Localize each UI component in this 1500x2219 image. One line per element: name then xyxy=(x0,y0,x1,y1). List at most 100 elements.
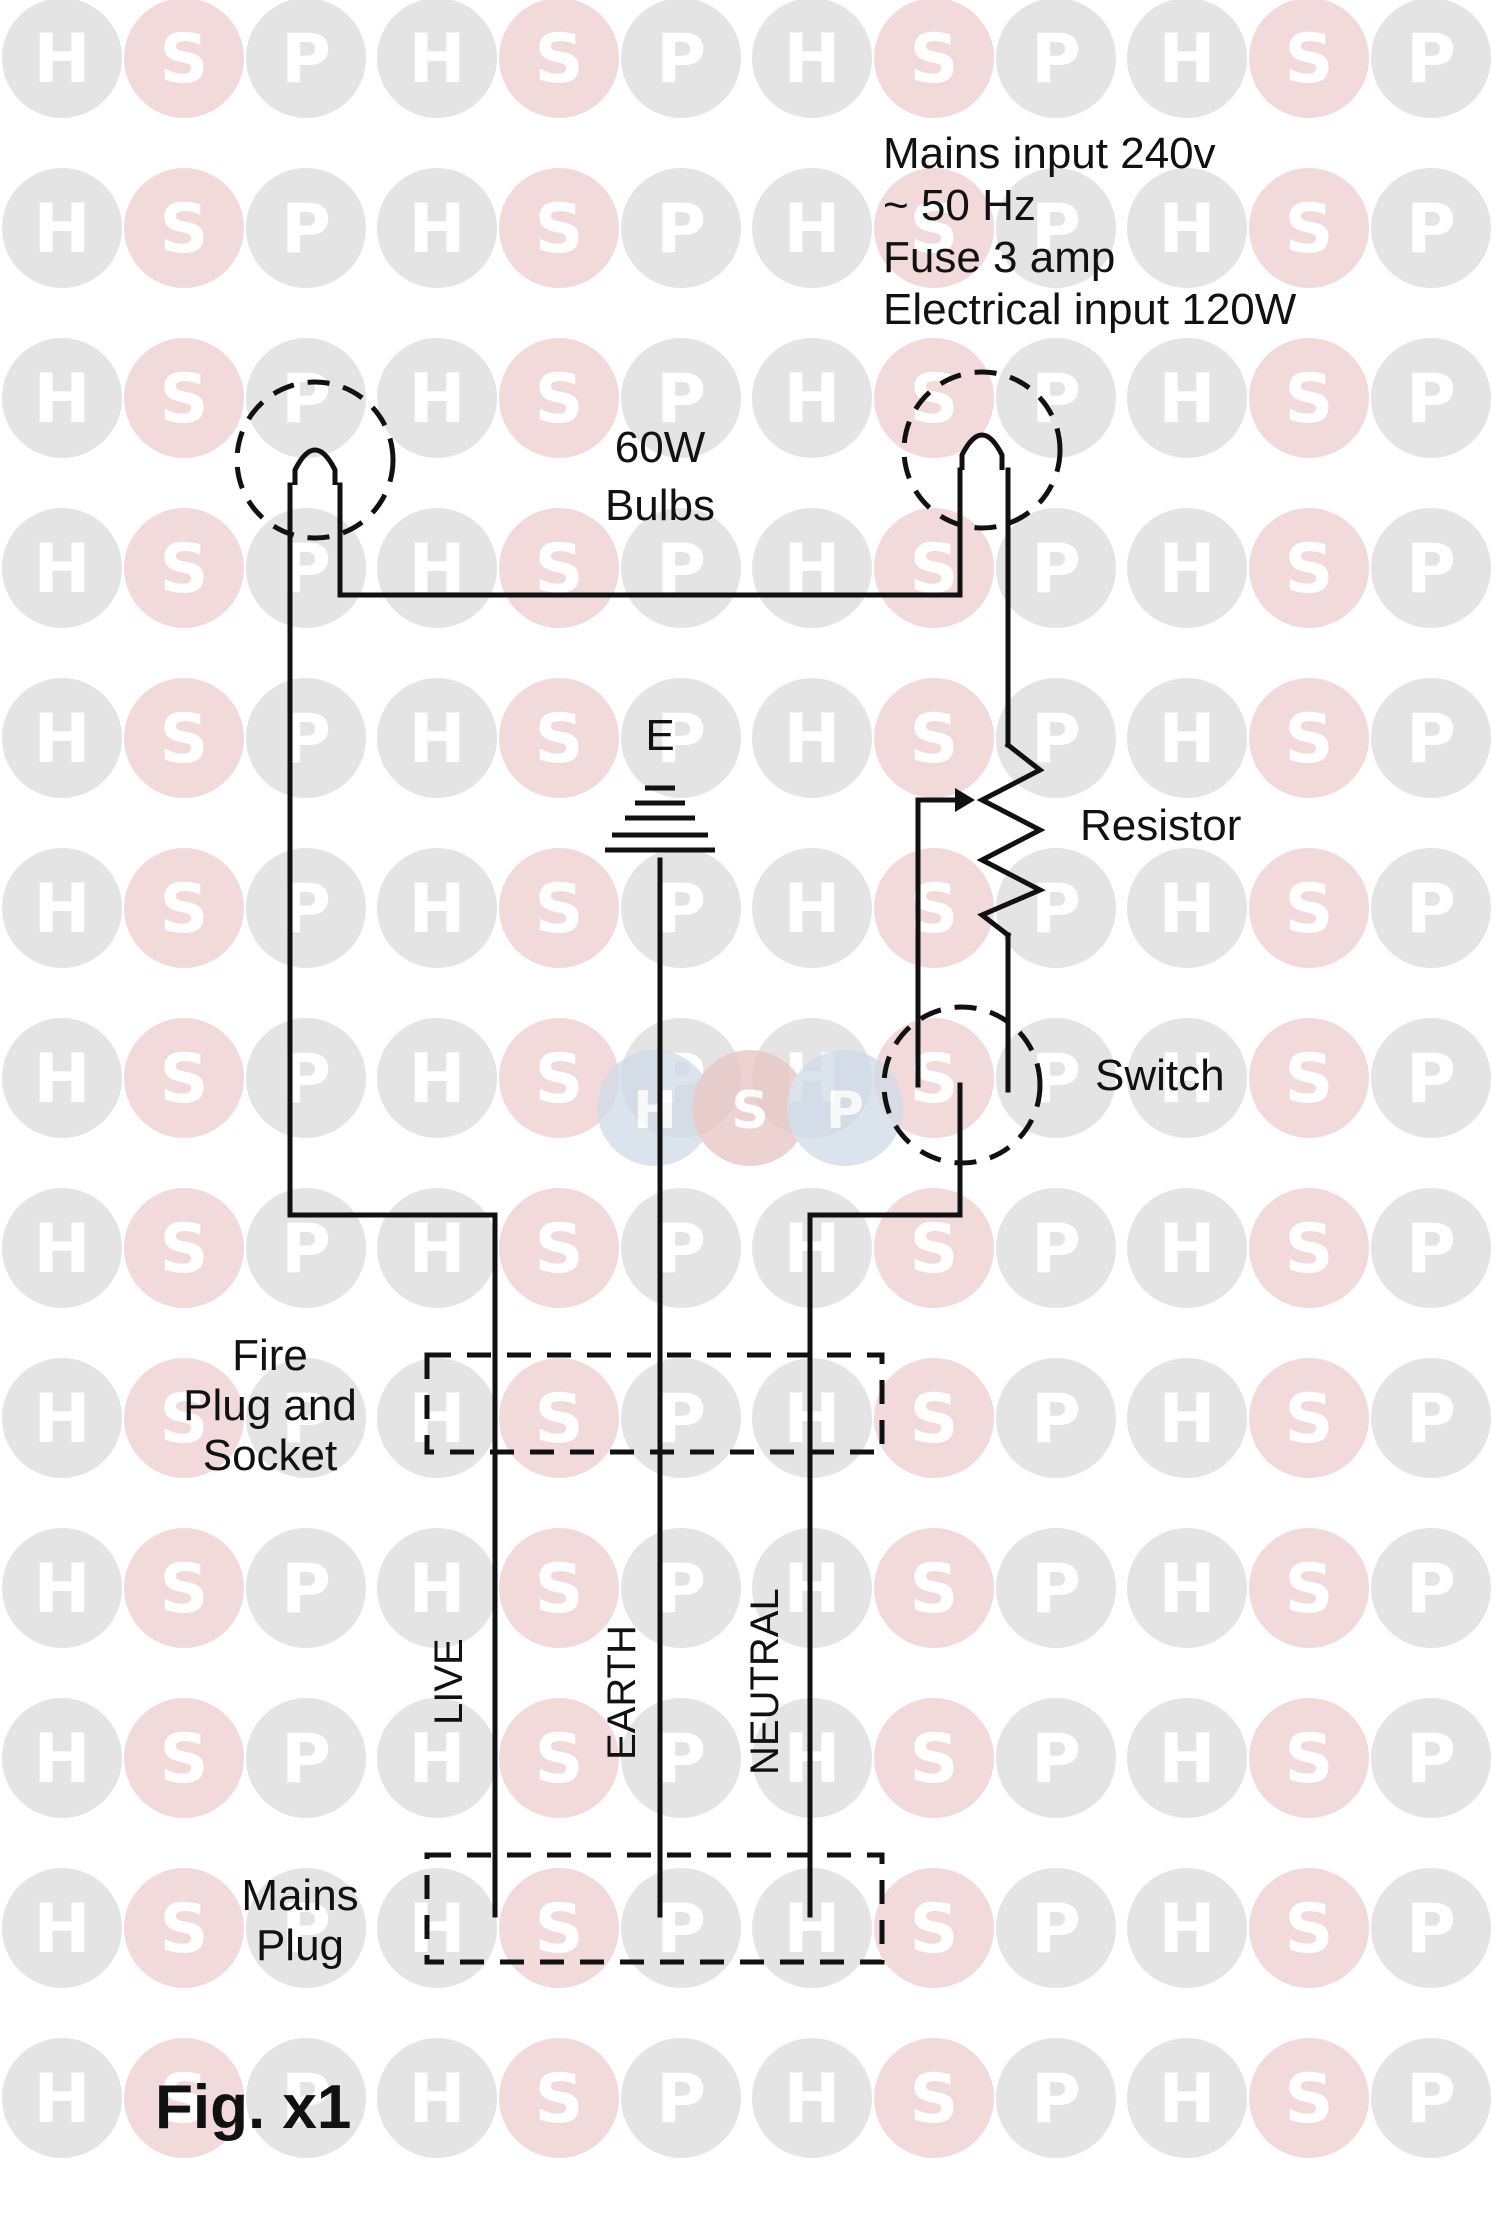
watermark-letter: P xyxy=(1406,2060,1456,2139)
neutral-label: NEUTRAL xyxy=(743,1588,787,1775)
watermark-letter: H xyxy=(34,190,91,269)
watermark-circle xyxy=(874,1358,994,1478)
watermark-letter: P xyxy=(281,1550,331,1629)
watermark-circle xyxy=(1127,1018,1247,1138)
watermark-circle xyxy=(1127,848,1247,968)
watermark-circle xyxy=(377,678,497,798)
watermark-circle xyxy=(874,338,994,458)
watermark-circle xyxy=(246,848,366,968)
watermark-circle xyxy=(1371,338,1491,458)
watermark-letter: P xyxy=(1031,1380,1081,1459)
watermark-letter: S xyxy=(1285,1210,1334,1289)
watermark-circle xyxy=(2,508,122,628)
watermark-circle xyxy=(621,1868,741,1988)
watermark-letter: S xyxy=(1285,1380,1334,1459)
watermark-letter: P xyxy=(281,360,331,439)
watermark-circle xyxy=(499,0,619,118)
watermark-circle xyxy=(246,1188,366,1308)
watermark-letter: H xyxy=(409,1550,466,1629)
watermark-circle xyxy=(124,1528,244,1648)
watermark-circle xyxy=(996,848,1116,968)
watermark-letter: S xyxy=(160,700,209,779)
watermark-circle xyxy=(1249,1868,1369,1988)
watermark-circle xyxy=(1249,848,1369,968)
watermark-letter: S xyxy=(160,20,209,99)
watermark-letter: S xyxy=(1285,700,1334,779)
watermark-letter: H xyxy=(784,870,841,949)
watermark-letter: P xyxy=(1406,1040,1456,1119)
watermark-circle xyxy=(2,1698,122,1818)
watermark-letter: S xyxy=(910,20,959,99)
watermark-letter: P xyxy=(656,2060,706,2139)
watermark-circle xyxy=(246,168,366,288)
watermark-circle xyxy=(1249,338,1369,458)
watermark-circle xyxy=(1371,1188,1491,1308)
fire-plug-label-line-3: Socket xyxy=(203,1431,338,1480)
watermark-circle xyxy=(1127,168,1247,288)
watermark-letter: H xyxy=(34,1210,91,1289)
watermark-letter: H xyxy=(34,1380,91,1459)
watermark-letter: H xyxy=(1159,1210,1216,1289)
watermark-circle xyxy=(874,1528,994,1648)
watermark-letter: S xyxy=(1285,190,1334,269)
watermark-letter: H xyxy=(1159,1720,1216,1799)
watermark-letter: P xyxy=(656,700,706,779)
fire-plug-socket-box xyxy=(424,1352,885,1455)
watermark-letter: P xyxy=(1031,1720,1081,1799)
watermark-letter: P xyxy=(656,870,706,949)
center-logo-p: P xyxy=(826,1081,864,1141)
watermark-letter: S xyxy=(160,360,209,439)
watermark-circle xyxy=(246,1528,366,1648)
watermark-circle xyxy=(752,168,872,288)
watermark-letter: P xyxy=(656,20,706,99)
watermark-circle xyxy=(377,168,497,288)
watermark-circle xyxy=(1371,2038,1491,2158)
watermark-letter: H xyxy=(784,2060,841,2139)
watermark-letter: S xyxy=(910,1720,959,1799)
watermark-circle xyxy=(499,1698,619,1818)
watermark-letter: H xyxy=(784,700,841,779)
watermark-letter: P xyxy=(1406,1380,1456,1459)
resistor-zigzag xyxy=(976,741,1046,939)
watermark-letter: S xyxy=(1285,1890,1334,1969)
watermark-circle xyxy=(996,168,1116,288)
neutral-wire xyxy=(807,1082,963,1918)
watermark-letter: S xyxy=(910,1210,959,1289)
watermark-circle xyxy=(377,0,497,118)
fire-plug-label-line-1: Fire xyxy=(232,1331,308,1380)
watermark-letter: S xyxy=(535,190,584,269)
watermark-circle xyxy=(996,1358,1116,1478)
watermark-letter: S xyxy=(160,1550,209,1629)
watermark-circle xyxy=(752,1868,872,1988)
watermark-circle xyxy=(1249,1188,1369,1308)
watermark-circle xyxy=(377,1698,497,1818)
watermark-circle xyxy=(996,508,1116,628)
watermark-letter: H xyxy=(1159,1040,1216,1119)
mains-input-line-2: ~ 50 Hz xyxy=(883,181,1036,230)
watermark-circle xyxy=(2,2038,122,2158)
watermark-circle xyxy=(874,168,994,288)
watermark-circle xyxy=(1249,508,1369,628)
watermark-circle xyxy=(1127,338,1247,458)
watermark-circle xyxy=(1371,678,1491,798)
watermark-circle xyxy=(621,1358,741,1478)
watermark-letter: H xyxy=(409,2060,466,2139)
watermark-letter: P xyxy=(1031,1890,1081,1969)
watermark-letter: P xyxy=(281,20,331,99)
watermark-letter: H xyxy=(1159,1380,1216,1459)
switch-icon xyxy=(881,1004,1043,1166)
mains-plug-label-line-1: Mains xyxy=(241,1871,358,1920)
watermark-letter: S xyxy=(535,1210,584,1289)
watermark-letter: H xyxy=(34,2060,91,2139)
watermark-circle xyxy=(621,1528,741,1648)
mains-plug-label-line-2: Plug xyxy=(256,1921,344,1970)
watermark-letter: P xyxy=(1406,190,1456,269)
watermark-circle xyxy=(874,2038,994,2158)
watermark-circle xyxy=(1127,1868,1247,1988)
watermark-letter: S xyxy=(1285,870,1334,949)
watermark-circle xyxy=(621,1698,741,1818)
watermark-circle xyxy=(499,848,619,968)
watermark-circle xyxy=(996,678,1116,798)
watermark-circle xyxy=(2,848,122,968)
